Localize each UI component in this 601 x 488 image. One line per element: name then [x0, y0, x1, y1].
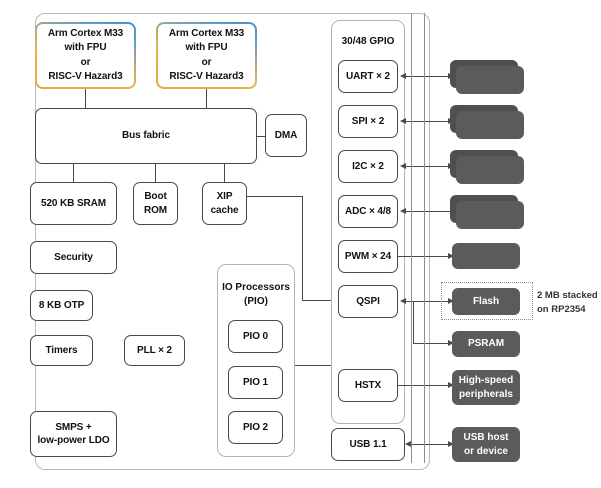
timers-label: Timers [45, 344, 78, 356]
otp-label: 8 KB OTP [38, 299, 85, 311]
usb-label: USB 1.1 [349, 438, 387, 450]
sram-label: 520 KB SRAM [40, 197, 107, 209]
pio-0-label: PIO 0 [242, 330, 269, 342]
arrow-usb-left-icon [405, 440, 411, 447]
arrow-i2c-left-icon [400, 162, 406, 169]
wire-uart [404, 76, 452, 77]
external-high-speed-peripherals-label: High-speed peripherals [458, 375, 514, 400]
arrow-psram-right-icon [448, 339, 454, 346]
i2c-label: I2C × 2 [352, 160, 384, 172]
cpu-core-0-label: Arm Cortex M33 with FPU or RISC-V Hazard… [37, 24, 134, 87]
external-pad-adc[interactable] [456, 201, 524, 229]
gpio-container-title: 30/48 GPIO [341, 36, 395, 47]
smps-ldo-block[interactable]: SMPS + low-power LDO [30, 411, 117, 457]
wire-core0-to-bus [85, 89, 86, 108]
external-usb-host-or-device-label: USB host or device [463, 432, 509, 457]
boot-rom-label: Boot ROM [143, 191, 168, 216]
external-flash-label: Flash [472, 295, 500, 307]
flash-note: 2 MB stacked on RP2354 [537, 290, 598, 315]
pwm-block[interactable]: PWM × 24 [338, 240, 398, 273]
pio-container-title: IO Processors (PIO) [222, 282, 290, 307]
adc-block[interactable]: ADC × 4/8 [338, 195, 398, 228]
wire-pwm [398, 256, 452, 257]
qspi-block[interactable]: QSPI [338, 285, 398, 318]
arrow-qspi-right-icon [448, 297, 454, 304]
wire-hstx [398, 385, 452, 386]
pio-1-label: PIO 1 [242, 376, 269, 388]
security-block[interactable]: Security [30, 241, 117, 274]
adc-label: ADC × 4/8 [344, 205, 392, 217]
arrow-hstx-right-icon [448, 381, 454, 388]
external-flash[interactable]: Flash [452, 288, 520, 315]
wire-bus-to-bootrom [155, 164, 156, 182]
wire-core1-to-bus [206, 89, 207, 108]
boot-rom-block[interactable]: Boot ROM [133, 182, 178, 225]
arrow-adc-left-icon [400, 207, 406, 214]
wire-xip-seg2 [302, 196, 303, 300]
wire-qspi-psram-v [413, 301, 414, 343]
wire-spi [404, 121, 452, 122]
external-psram-label: PSRAM [467, 338, 505, 350]
pll-label: PLL × 2 [137, 344, 172, 356]
wire-bus-to-sram [73, 164, 74, 182]
flash-highlight-region [441, 282, 533, 320]
cpu-core-0[interactable]: Arm Cortex M33 with FPU or RISC-V Hazard… [35, 22, 136, 89]
pio-container [217, 264, 295, 457]
dma-block[interactable]: DMA [265, 114, 307, 157]
gpio-container [331, 20, 405, 424]
external-pad-i2c[interactable] [456, 156, 524, 184]
wire-pio-to-gpio [295, 365, 332, 366]
wire-usb [409, 444, 452, 445]
pwm-label: PWM × 24 [344, 250, 392, 262]
gpio-rail-outer [411, 13, 412, 463]
uart-block[interactable]: UART × 2 [338, 60, 398, 93]
otp-block[interactable]: 8 KB OTP [30, 290, 93, 321]
sram-block[interactable]: 520 KB SRAM [30, 182, 117, 225]
bus-fabric-block[interactable]: Bus fabric [35, 108, 257, 164]
wire-xip-seg1 [247, 196, 303, 197]
qspi-label: QSPI [356, 295, 380, 307]
external-psram[interactable]: PSRAM [452, 331, 520, 357]
uart-label: UART × 2 [346, 70, 390, 82]
wire-adc [404, 211, 460, 212]
external-pad-spi[interactable] [456, 111, 524, 139]
wire-xip-seg3 [302, 300, 332, 301]
gpio-rail-inner [424, 13, 425, 463]
timers-block[interactable]: Timers [30, 335, 93, 366]
arrow-spi-left-icon [400, 117, 406, 124]
external-high-speed-peripherals[interactable]: High-speed peripherals [452, 370, 520, 405]
external-pad-pwm[interactable] [452, 243, 520, 269]
wire-bus-to-xip [224, 164, 225, 182]
arrow-pwm-right-icon [448, 252, 454, 259]
arrow-usb-right-icon [448, 440, 454, 447]
cpu-core-1-label: Arm Cortex M33 with FPU or RISC-V Hazard… [158, 24, 255, 87]
xip-cache-label: XIP cache [210, 191, 239, 216]
wire-i2c [404, 166, 452, 167]
arrow-uart-left-icon [400, 72, 406, 79]
arrow-qspi-left-icon [400, 297, 406, 304]
i2c-block[interactable]: I2C × 2 [338, 150, 398, 183]
cpu-core-1[interactable]: Arm Cortex M33 with FPU or RISC-V Hazard… [156, 22, 257, 89]
xip-cache-block[interactable]: XIP cache [202, 182, 247, 225]
pio-2-block[interactable]: PIO 2 [228, 411, 283, 444]
external-pad-uart[interactable] [456, 66, 524, 94]
wire-qspi-flash [404, 301, 452, 302]
dma-label: DMA [274, 129, 298, 141]
pio-0-block[interactable]: PIO 0 [228, 320, 283, 353]
usb-block[interactable]: USB 1.1 [331, 428, 405, 461]
smps-ldo-label: SMPS + low-power LDO [37, 421, 110, 447]
security-label: Security [54, 251, 93, 263]
pll-block[interactable]: PLL × 2 [124, 335, 185, 366]
pio-2-label: PIO 2 [242, 421, 269, 433]
external-usb-host-or-device[interactable]: USB host or device [452, 427, 520, 462]
bus-fabric-label: Bus fabric [122, 130, 170, 142]
hstx-label: HSTX [354, 379, 382, 391]
spi-label: SPI × 2 [351, 115, 385, 127]
spi-block[interactable]: SPI × 2 [338, 105, 398, 138]
pio-1-block[interactable]: PIO 1 [228, 366, 283, 399]
hstx-block[interactable]: HSTX [338, 369, 398, 402]
wire-qspi-psram-h [413, 343, 452, 344]
